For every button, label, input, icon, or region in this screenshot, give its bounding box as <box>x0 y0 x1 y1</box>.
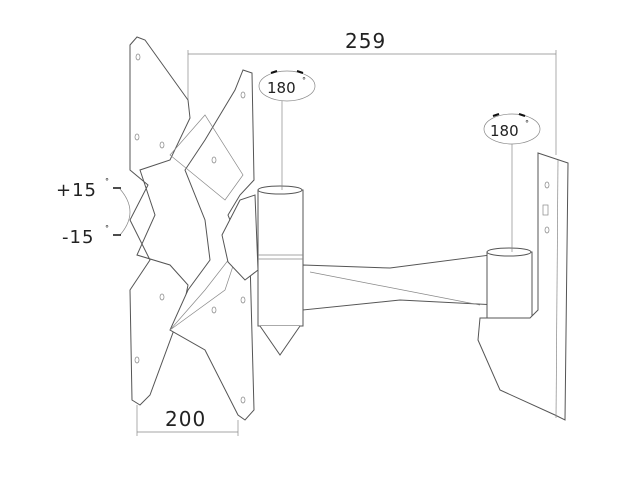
arm-pivot-cylinder <box>257 185 304 356</box>
svg-text:°: ° <box>105 177 109 186</box>
svg-text:°: ° <box>302 76 306 85</box>
wall-plate <box>477 152 569 421</box>
arm-rotation-label: 180 <box>267 79 296 97</box>
wall-pivot-cylinder <box>486 247 533 319</box>
svg-text:°: ° <box>105 224 109 233</box>
dimension-200: 200 <box>136 405 239 436</box>
tilt-up-label: +15 <box>56 180 97 201</box>
wall-rotation-indicator: 180 ° <box>483 113 541 252</box>
front-vesa-plate <box>169 69 255 421</box>
arm-rotation-indicator: 180 ° <box>258 70 316 190</box>
tilt-down-label: -15 <box>62 227 94 248</box>
svg-text:°: ° <box>525 119 529 128</box>
wall-rotation-label: 180 <box>490 122 519 140</box>
swing-arm <box>302 254 498 311</box>
width-dimension-label: 259 <box>345 29 386 53</box>
dimension-259: 259 <box>187 29 557 155</box>
vesa-dimension-label: 200 <box>165 407 206 431</box>
tilt-indicator: +15 ° -15 ° <box>56 177 131 248</box>
rear-vesa-plate <box>129 36 191 406</box>
